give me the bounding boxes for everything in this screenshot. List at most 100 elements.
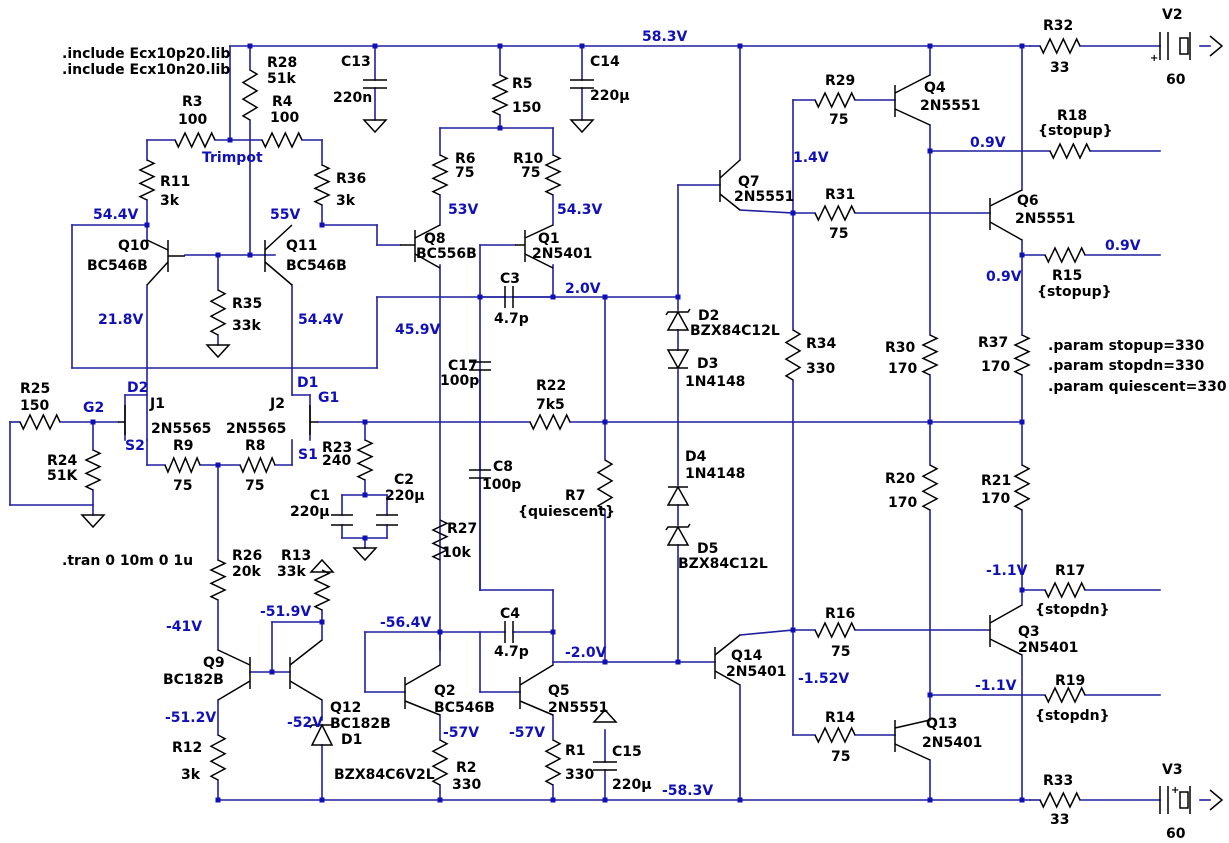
- voltage-bottom-rail: -58.3V: [662, 783, 713, 799]
- capacitor-C2: [376, 514, 398, 526]
- junction-dot: [215, 252, 221, 258]
- label-R32-name: R32: [1043, 18, 1073, 34]
- resistor-R11: [138, 159, 156, 201]
- junction-dot: [790, 210, 796, 216]
- voltage-top-rail: 58.3V: [642, 29, 688, 45]
- label-R30-value: 170: [888, 361, 917, 377]
- junction-dot: [269, 669, 275, 675]
- voltage-q8-emitter: 53V: [448, 202, 478, 218]
- voltage-q6-emitter: 0.9V: [986, 269, 1022, 285]
- resistor-R13: [313, 569, 331, 611]
- transistor-Q2: [404, 664, 441, 716]
- voltage-q12-collector: -51.9V: [260, 604, 311, 620]
- label-Q12-value: BC182B: [330, 716, 391, 732]
- voltage-q14-emitter: -1.52V: [798, 671, 849, 687]
- resistor-R34: [784, 329, 802, 381]
- voltage-output-upper: 0.9V: [1105, 238, 1141, 254]
- label-R35-value: 33k: [232, 318, 261, 334]
- capacitor-C1: [331, 514, 353, 526]
- voltage-q8-collector: 45.9V: [395, 322, 441, 338]
- label-C3-value: 4.7p: [494, 311, 529, 327]
- spice-directives: .include Ecx10p20.lib .include Ecx10n20.…: [62, 46, 1227, 569]
- label-D3-name: D3: [697, 356, 718, 372]
- junction-dot: [602, 659, 608, 665]
- capacitor-C14: [570, 79, 594, 89]
- label-R36-value: 3k: [336, 193, 356, 209]
- label-Q4-value: 2N5551: [920, 98, 980, 114]
- label-R1-value: 330: [565, 767, 594, 783]
- resistor-R17: [1044, 581, 1086, 599]
- label-J2-value: 2N5565: [226, 421, 286, 437]
- label-C3-name: C3: [500, 271, 520, 287]
- junction-dot: [372, 43, 378, 49]
- label-R29-value: 75: [829, 112, 848, 128]
- label-Q7-value: 2N5551: [734, 189, 794, 205]
- label-R16-name: R16: [825, 606, 855, 622]
- resistor-R12: [209, 734, 227, 781]
- resistor-R36: [313, 164, 331, 206]
- label-V2-name: V2: [1162, 7, 1183, 23]
- voltage-q9-collector: -41V: [166, 619, 202, 635]
- junction-dot: [362, 535, 368, 541]
- label-Q8-name: Q8: [424, 231, 446, 247]
- label-C15-value: 220µ: [612, 777, 652, 793]
- label-Q8-value: BC556B: [416, 246, 477, 262]
- label-Q9-name: Q9: [203, 655, 225, 671]
- label-D5-value: BZX84C12L: [678, 556, 768, 572]
- ground-symbols: [80, 119, 618, 723]
- label-Q6-value: 2N5551: [1015, 211, 1075, 227]
- label-D1-value: BZX84C6V2L: [334, 767, 435, 783]
- junction-dot: [247, 252, 253, 258]
- ground-icon: [569, 119, 595, 134]
- resistor-R5: [491, 74, 509, 116]
- voltage-q2-collector: -56.4V: [380, 615, 431, 631]
- label-R33-value: 33: [1050, 812, 1069, 828]
- label-R32-value: 33: [1050, 60, 1069, 76]
- transistor-Q8: [400, 224, 441, 269]
- junction-dot: [477, 294, 483, 300]
- label-R19-name: R19: [1055, 673, 1085, 689]
- pin-label-g1: G1: [318, 390, 339, 406]
- component-labels: R28 51k R3 100 R4 100 R11 3k R36 3k Q10 …: [20, 7, 1186, 842]
- label-R5-value: 150: [512, 100, 541, 116]
- junction-dot: [1019, 419, 1025, 425]
- label-R7-name: R7: [565, 488, 586, 504]
- label-Q14-name: Q14: [731, 648, 763, 664]
- junction-dot: [790, 627, 796, 633]
- label-Q7-name: Q7: [738, 174, 760, 190]
- junction-dot: [602, 797, 608, 803]
- capacitor-C17: [469, 361, 491, 371]
- resistor-R20: [921, 464, 939, 511]
- label-R24-name: R24: [47, 453, 78, 469]
- voltage-q5-emitter: -57V: [509, 725, 545, 741]
- label-R34-value: 330: [806, 361, 835, 377]
- label-R12-name: R12: [172, 740, 202, 756]
- label-Q5-name: Q5: [548, 683, 570, 699]
- label-Q9-value: BC182B: [163, 672, 224, 688]
- label-R7-value: {quiescent}: [518, 504, 615, 520]
- label-R31-name: R31: [825, 187, 855, 203]
- transistor-Q5: [519, 664, 554, 716]
- label-R20-name: R20: [885, 471, 916, 487]
- voltage-q11-emitter: 54.4V: [298, 312, 344, 328]
- label-C1-name: C1: [310, 488, 330, 504]
- transistor-Q9: [217, 649, 251, 701]
- label-Q11-value: BC546B: [286, 258, 347, 274]
- pin-label-d2: D2: [127, 380, 148, 396]
- transistor-Q7: [719, 159, 741, 211]
- transistor-symbols: [118, 74, 1023, 761]
- resistor-R37: [1013, 334, 1031, 376]
- label-R24-value: 51K: [47, 468, 78, 484]
- label-R9-name: R9: [173, 438, 194, 454]
- junction-dot: [550, 629, 556, 635]
- resistor-R9: [164, 456, 201, 474]
- resistor-R10: [544, 154, 562, 196]
- resistor-R14: [814, 726, 856, 744]
- junction-dot: [737, 43, 743, 49]
- label-Q1-value: 2N5401: [532, 246, 592, 262]
- pin-label-g2: G2: [83, 400, 104, 416]
- capacitor-symbols: [331, 79, 617, 771]
- label-R18-value: {stopup}: [1038, 123, 1113, 139]
- ground-icon: [352, 547, 378, 562]
- label-R12-value: 3k: [181, 767, 201, 783]
